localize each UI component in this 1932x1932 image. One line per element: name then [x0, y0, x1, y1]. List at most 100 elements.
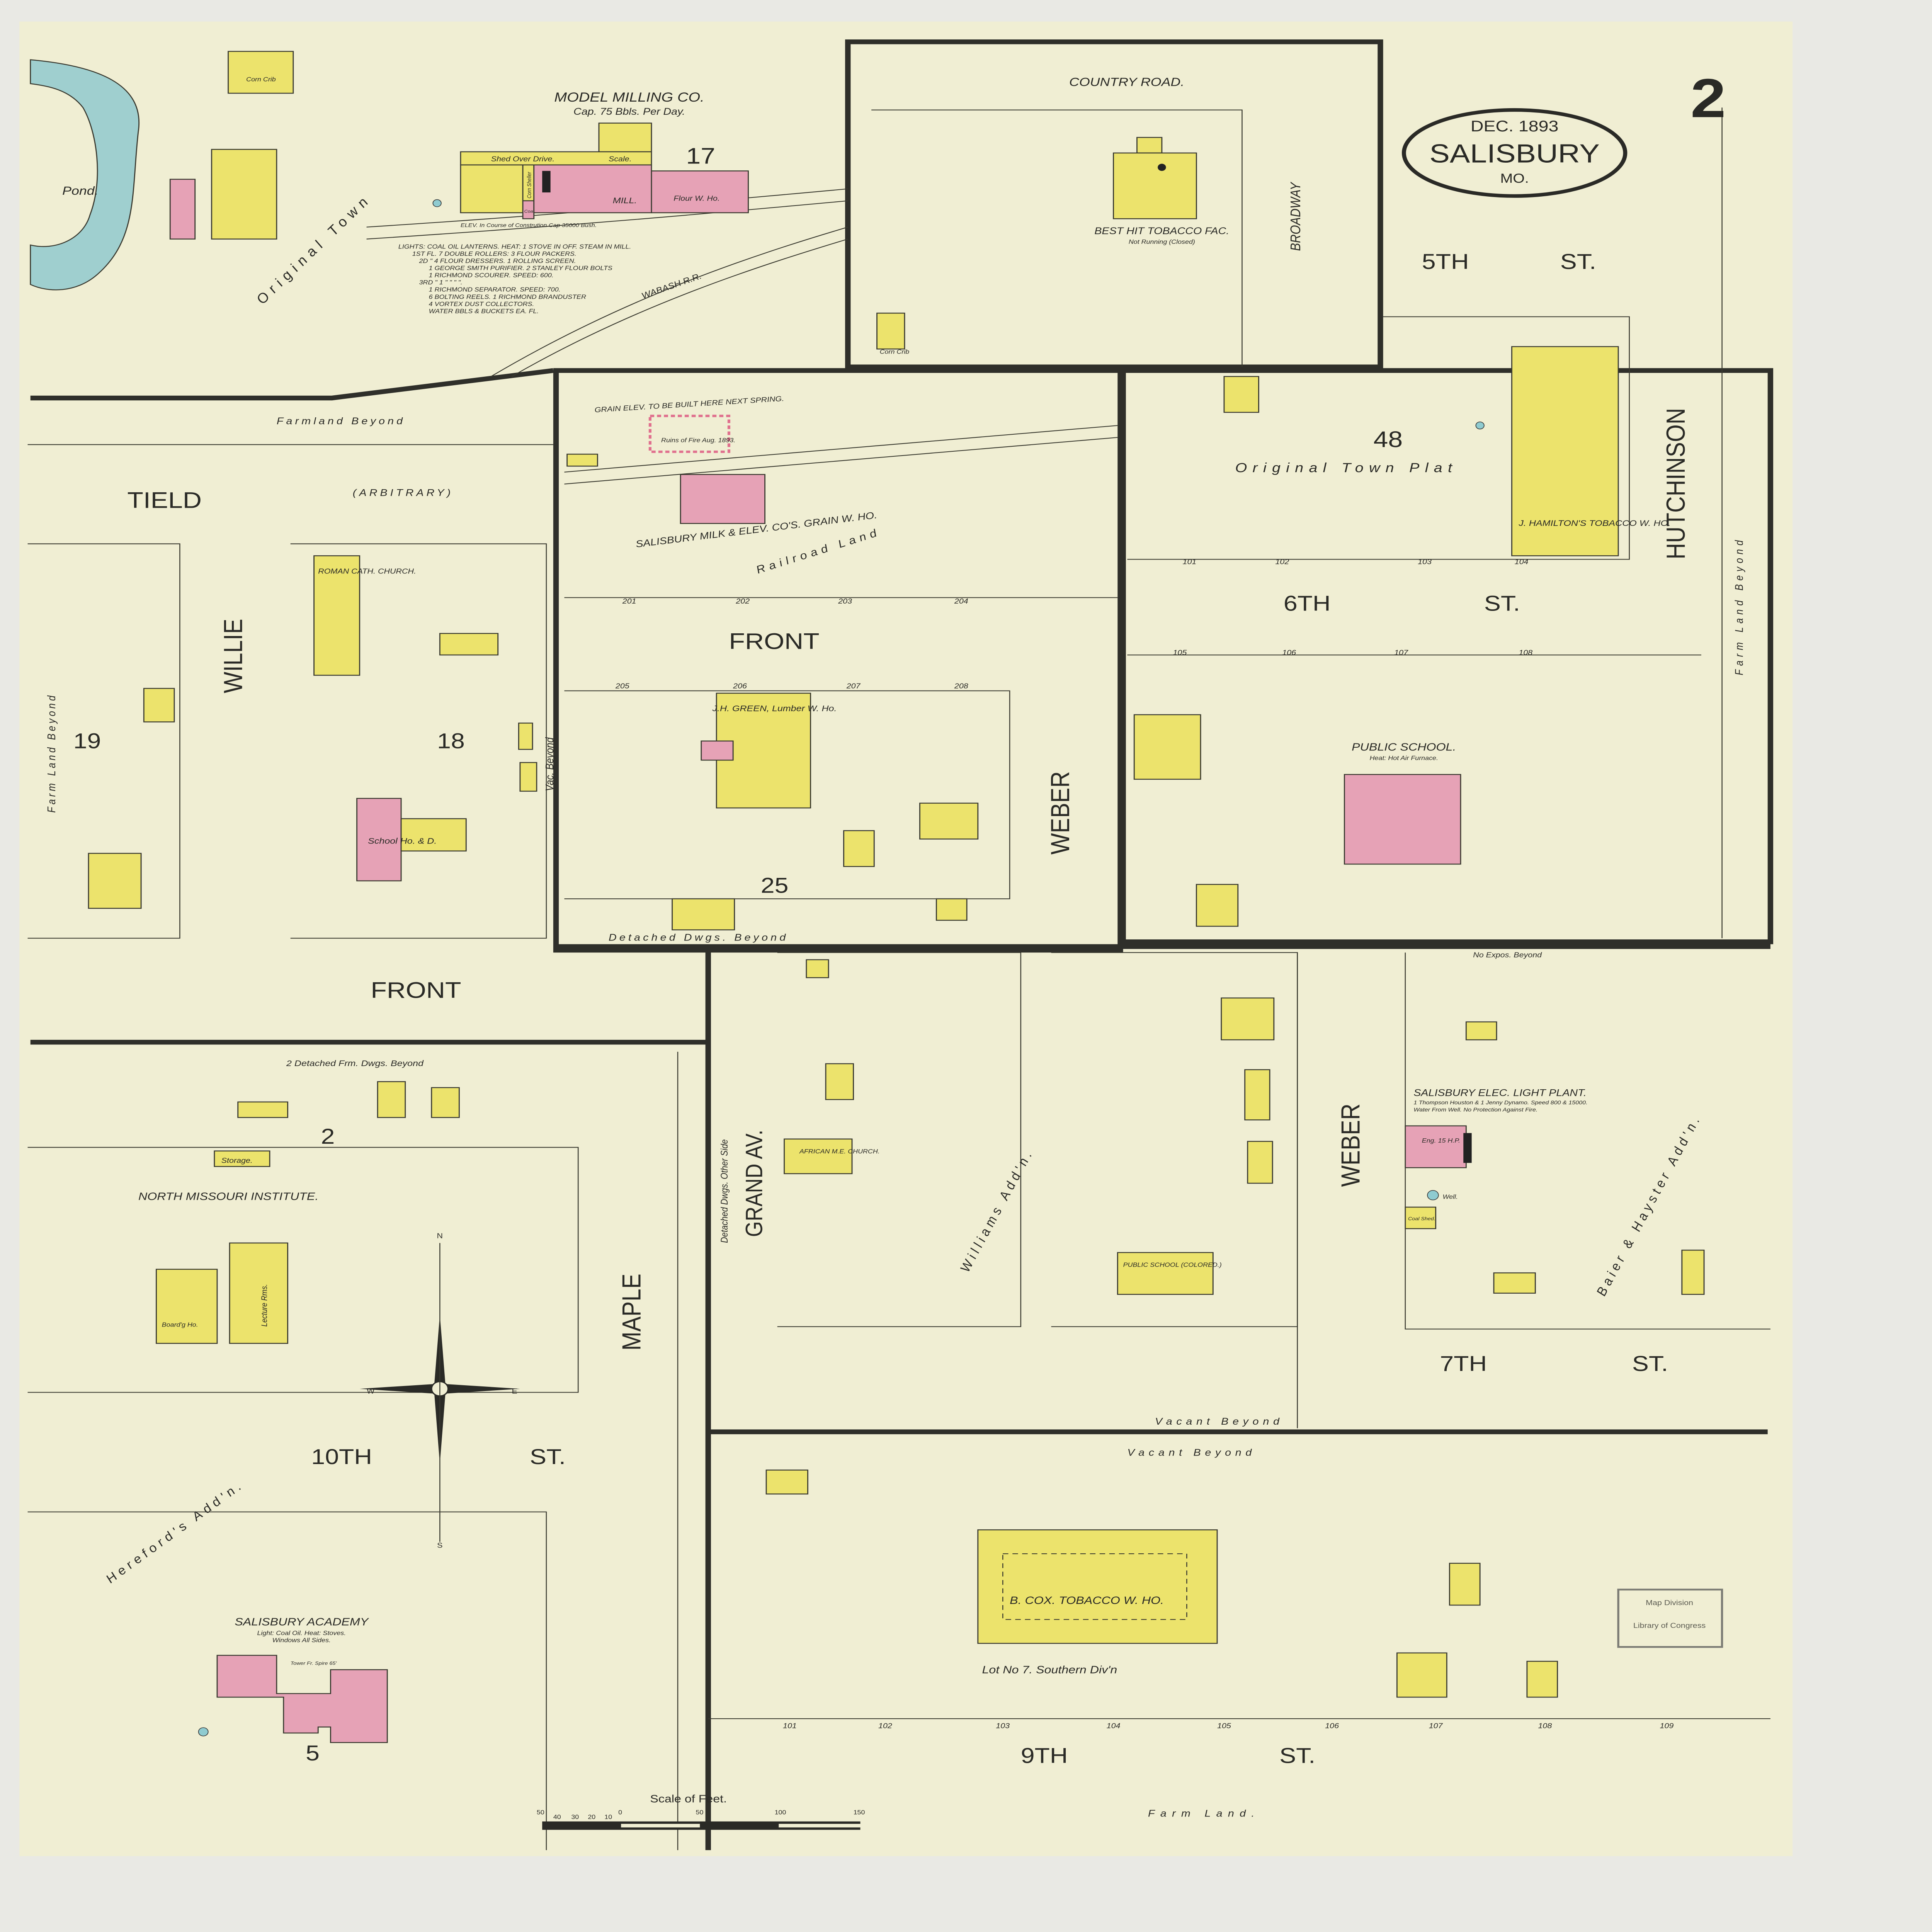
north-missouri-institute: Storage. NORTH MISSOURI INSTITUTE. Board…: [138, 1081, 460, 1344]
dwelling: [1493, 1272, 1536, 1294]
roman-catholic-church: ROMAN CATH. CHURCH.: [313, 555, 416, 676]
svg-text:WATER BBLS & BUCKETS EA. FL.: WATER BBLS & BUCKETS EA. FL.: [429, 308, 539, 315]
svg-text:1 GEORGE SMITH PURIFIER. 2 STA: 1 GEORGE SMITH PURIFIER. 2 STANLEY FLOUR…: [429, 265, 612, 272]
svg-text:Farm Land Beyond: Farm Land Beyond: [46, 693, 58, 813]
block-numbers: 17 48 19 18 25 2 5: [73, 143, 1403, 1765]
svg-text:106: 106: [1282, 649, 1296, 656]
svg-text:ROMAN CATH. CHURCH.: ROMAN CATH. CHURCH.: [318, 568, 416, 575]
title-cartouche: DEC. 1893 SALISBURY MO.: [1401, 108, 1628, 198]
svg-text:LIGHTS: COAL OIL LANTERNS. HEA: LIGHTS: COAL OIL LANTERNS. HEAT: 1 STOVE…: [398, 243, 631, 250]
svg-text:Board'g Ho.: Board'g Ho.: [162, 1321, 198, 1328]
svg-text:25: 25: [761, 873, 789, 898]
dwelling: [1247, 1141, 1273, 1184]
svg-text:Scale of Feet.: Scale of Feet.: [650, 1793, 727, 1805]
dwelling: [919, 803, 979, 840]
svg-text:1 RICHMOND SCOURER. SPEED: 600: 1 RICHMOND SCOURER. SPEED: 600.: [429, 272, 554, 279]
hamilton-tobacco-warehouse: J. HAMILTON'S TOBACCO W. HO.: [1475, 346, 1671, 556]
svg-text:108: 108: [1538, 1722, 1553, 1730]
svg-text:WILLIE: WILLIE: [218, 619, 248, 693]
svg-text:Shed Over Drive.: Shed Over Drive.: [491, 155, 555, 163]
svg-text:GRAND AV.: GRAND AV.: [742, 1130, 767, 1237]
svg-text:20: 20: [588, 1814, 595, 1821]
svg-text:17: 17: [686, 143, 715, 169]
detached-dwgs-beyond-label: Detached Dwgs. Beyond: [609, 932, 788, 943]
svg-text:1 Thompson Houston & 1 Jenny D: 1 Thompson Houston & 1 Jenny Dynamo. Spe…: [1413, 1100, 1587, 1106]
old-flour-mill-dwelling: [211, 149, 277, 240]
svg-text:Ruins of Fire Aug. 1893.: Ruins of Fire Aug. 1893.: [661, 437, 735, 444]
svg-text:2: 2: [321, 1124, 335, 1148]
svg-text:No Expos. Beyond: No Expos. Beyond: [1473, 951, 1542, 959]
svg-text:104: 104: [1515, 558, 1529, 566]
dwelling: [1449, 1563, 1481, 1606]
svg-text:Lecture Rms.: Lecture Rms.: [260, 1284, 269, 1327]
svg-text:TIELD: TIELD: [127, 488, 202, 513]
svg-text:202: 202: [735, 597, 750, 605]
old-flour-mill-engine: [169, 179, 196, 240]
dwelling: [935, 898, 968, 921]
svg-text:19: 19: [73, 728, 101, 753]
map-city: SALISBURY: [1429, 139, 1600, 168]
svg-text:106: 106: [1325, 1722, 1339, 1730]
svg-text:Original Town Plat: Original Town Plat: [1235, 460, 1458, 475]
svg-text:30: 30: [571, 1814, 579, 1821]
map-date: DEC. 1893: [1471, 118, 1559, 135]
svg-text:4 VORTEX DUST COLLECTORS.: 4 VORTEX DUST COLLECTORS.: [429, 301, 534, 308]
best-hit-tobacco-factory: BEST HIT TOBACCO FAC. Not Running (Close…: [1094, 137, 1229, 245]
svg-text:105: 105: [1217, 1722, 1231, 1730]
svg-text:50: 50: [696, 1809, 704, 1816]
svg-text:1ST FL. 7 DOUBLE ROLLERS: 3 FL: 1ST FL. 7 DOUBLE ROLLERS: 3 FLOUR PACKER…: [412, 250, 577, 257]
svg-text:HUTCHINSON: HUTCHINSON: [1661, 408, 1690, 560]
svg-text:104: 104: [1107, 1722, 1121, 1730]
svg-text:101: 101: [783, 1722, 797, 1730]
dwelling: [1396, 1652, 1447, 1698]
svg-text:ST.: ST.: [530, 1444, 566, 1469]
svg-text:FRONT: FRONT: [371, 978, 461, 1003]
public-school: PUBLIC SCHOOL. Heat: Hot Air Furnace.: [1344, 741, 1461, 865]
svg-text:102: 102: [878, 1722, 892, 1730]
svg-text:E: E: [512, 1388, 517, 1395]
svg-text:N: N: [437, 1232, 443, 1240]
svg-text:6TH: 6TH: [1284, 591, 1331, 616]
model-milling-co: MODEL MILLING CO. Cap. 75 Bbls. Per Day.…: [432, 90, 749, 228]
dwelling: [765, 1469, 808, 1495]
svg-text:WEBER: WEBER: [1336, 1104, 1366, 1187]
jh-green-lumber: J.H. GREEN, Lumber W. Ho.: [701, 692, 837, 809]
dwelling: [519, 762, 537, 792]
svg-text:0: 0: [618, 1809, 622, 1816]
svg-text:SALISBURY ELEC. LIGHT PLANT.: SALISBURY ELEC. LIGHT PLANT.: [1413, 1087, 1587, 1098]
map-state: MO.: [1500, 171, 1529, 186]
svg-text:Map Division: Map Division: [1646, 1599, 1693, 1607]
svg-text:5: 5: [306, 1741, 320, 1765]
svg-text:FRONT: FRONT: [729, 629, 819, 654]
svg-text:J.H. GREEN, Lumber W. Ho.: J.H. GREEN, Lumber W. Ho.: [712, 704, 837, 713]
svg-text:101: 101: [1183, 558, 1197, 566]
svg-text:Well.: Well.: [1443, 1194, 1458, 1201]
svg-text:BROADWAY: BROADWAY: [1288, 182, 1304, 251]
svg-text:Storage.: Storage.: [221, 1157, 253, 1165]
svg-text:2D " 4 FLOUR DRESSERS. 1 ROLLI: 2D " 4 FLOUR DRESSERS. 1 ROLLING SCREEN.: [419, 258, 576, 265]
pond: [30, 59, 139, 291]
compass-rose: N S W E: [359, 1232, 520, 1549]
corn-crib-top: Corn Crib: [228, 51, 294, 94]
dwelling: [518, 723, 533, 750]
svg-text:Vac. Beyond: Vac. Beyond: [543, 737, 556, 791]
public-school-colored: PUBLIC SCHOOL (COLORED.): [1117, 1252, 1222, 1295]
svg-text:MILL.: MILL.: [613, 196, 637, 205]
svg-text:COUNTRY ROAD.: COUNTRY ROAD.: [1069, 76, 1184, 89]
svg-text:109: 109: [1660, 1722, 1674, 1730]
svg-text:Vacant Beyond: Vacant Beyond: [1127, 1447, 1256, 1458]
svg-text:Water From Well. No Protection: Water From Well. No Protection Against F…: [1413, 1107, 1537, 1113]
svg-text:Scale.: Scale.: [609, 155, 632, 163]
svg-text:7TH: 7TH: [1440, 1351, 1487, 1376]
svg-text:208: 208: [954, 682, 969, 690]
svg-text:ST.: ST.: [1279, 1743, 1315, 1767]
svg-text:204: 204: [954, 597, 968, 605]
svg-text:Corn Crib: Corn Crib: [880, 349, 910, 355]
svg-text:Farmland Beyond: Farmland Beyond: [277, 416, 405, 427]
svg-text:203: 203: [838, 597, 852, 605]
svg-text:Library of Congress: Library of Congress: [1633, 1622, 1706, 1629]
svg-text:Corn Crib: Corn Crib: [246, 76, 276, 83]
svg-text:NORTH MISSOURI INSTITUTE.: NORTH MISSOURI INSTITUTE.: [138, 1190, 318, 1202]
